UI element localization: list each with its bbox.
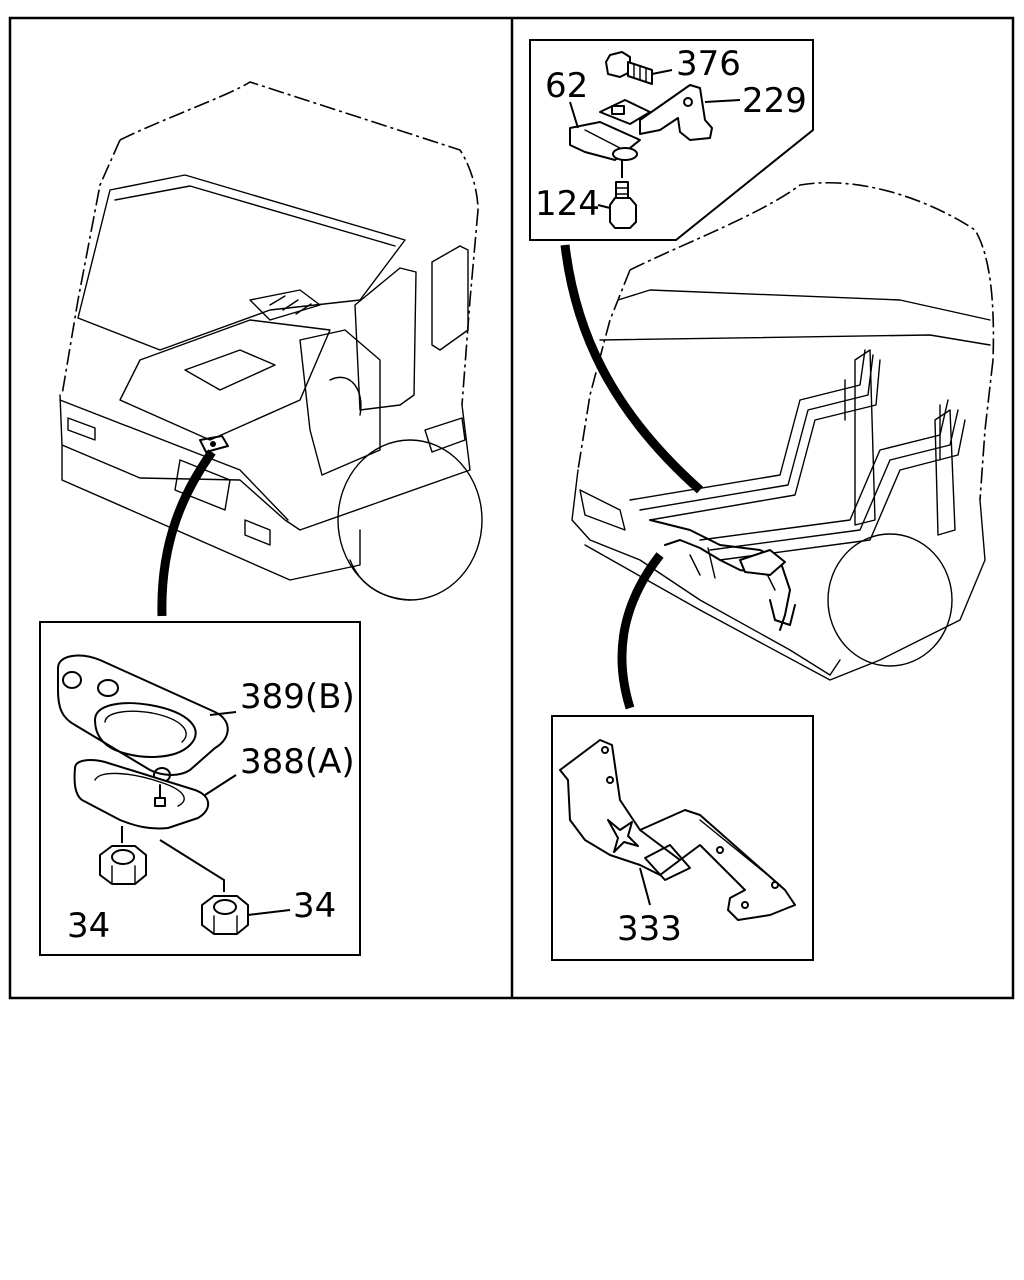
right-truck-cab (571, 181, 995, 681)
bracket-333 (559, 739, 796, 921)
bolt-124 (597, 160, 637, 229)
label-333: 333 (617, 909, 682, 949)
label-376: 376 (676, 44, 741, 84)
right-top-leader-curve (560, 244, 703, 494)
label-389b: 389(B) (240, 677, 355, 717)
bracket-229 (639, 84, 741, 141)
left-truck-cab (59, 81, 483, 601)
left-leader-curve (157, 449, 216, 617)
label-124: 124 (535, 184, 600, 224)
label-34-right: 34 (293, 886, 336, 926)
label-388a: 388(A) (240, 742, 355, 782)
gasket-388 (73, 759, 210, 830)
right-top-inset-box (529, 39, 814, 241)
bolt-376 (605, 51, 673, 85)
nut-34-right (159, 839, 291, 935)
nut-34-left (99, 826, 147, 885)
right-bottom-leader-curve (617, 552, 664, 710)
label-229: 229 (742, 81, 807, 121)
label-34-left: 34 (67, 906, 110, 946)
clip-62 (569, 99, 651, 161)
label-62: 62 (545, 66, 588, 106)
